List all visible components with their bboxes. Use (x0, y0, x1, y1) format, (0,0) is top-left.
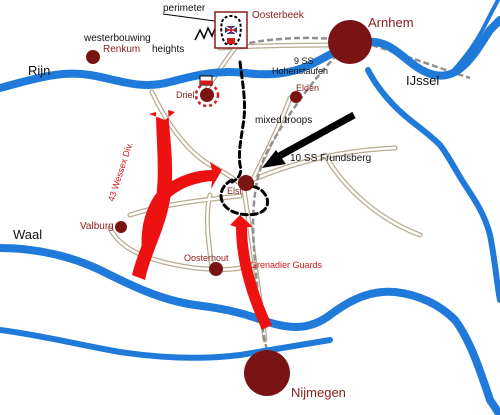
perimeter-unit-marker (227, 38, 235, 44)
valburg-label: Valburg (80, 221, 114, 232)
westerbouwing-zigzag (194, 25, 217, 41)
ss10-arrow-shaft (270, 111, 356, 164)
nijmegen-label: Nijmegen (291, 385, 346, 400)
perimeter-label: perimeter (163, 3, 206, 14)
road-east-south (322, 152, 423, 238)
town-marker-elden (290, 91, 302, 103)
grenadier-arrow (230, 215, 272, 330)
allied-advance-arrows (132, 110, 272, 330)
ss9-label-line2: Hohenstaufen (272, 66, 329, 76)
town-markers (86, 20, 372, 396)
town-marker-nijmegen (244, 350, 290, 396)
front-line (219, 60, 270, 217)
waal-river-label: Waal (13, 227, 43, 242)
ijssel-river-label: IJssel (406, 73, 440, 88)
driel-drop-zone (194, 75, 220, 108)
perimeter-pointer (162, 13, 223, 23)
river-ijssel (450, 0, 500, 74)
oosterbeek-label: Oosterbeek (252, 10, 304, 21)
town-marker-arnhem (328, 20, 372, 64)
heights-label: heights (152, 44, 185, 55)
ss10-arrow-head (262, 150, 286, 168)
river-rijn (0, 16, 500, 92)
wessex-arrow-driel (132, 110, 175, 280)
front-line-elst-pocket (219, 178, 270, 217)
ss9-label-line1: 9 SS (294, 56, 314, 66)
oosterbeek-perimeter (214, 11, 248, 49)
ss10-label: 10 SS Frundsberg (290, 153, 372, 164)
oosterhout-label: Oosterhout (184, 253, 229, 263)
town-marker-elst (238, 175, 254, 191)
river-waal (0, 244, 500, 415)
wessex-arrow-elst (141, 162, 222, 250)
elden-label: Elden (296, 83, 320, 93)
town-marker-driel (200, 88, 214, 102)
town-marker-oosterhout (209, 262, 223, 276)
arnhem-label: Arnhem (368, 15, 414, 30)
westerbouwing-label: westerbouwing (84, 33, 151, 44)
rijn-river-label: Rijn (28, 63, 51, 78)
grenadier-guards-label: Grenadier Guards (250, 260, 323, 270)
town-marker-renkum (86, 50, 100, 64)
river-waal-lower-edge (0, 327, 333, 361)
front-line-corridor (230, 60, 246, 184)
german-attack-arrows (262, 111, 356, 168)
elst-label: Elst (227, 186, 243, 196)
mixed-troops-label: mixed troops (255, 115, 313, 126)
river-rijn-bend-south (365, 67, 500, 303)
town-marker-valburg (115, 221, 127, 233)
renkum-label: Renkum (103, 44, 141, 55)
driel-label: Driel (176, 90, 195, 100)
